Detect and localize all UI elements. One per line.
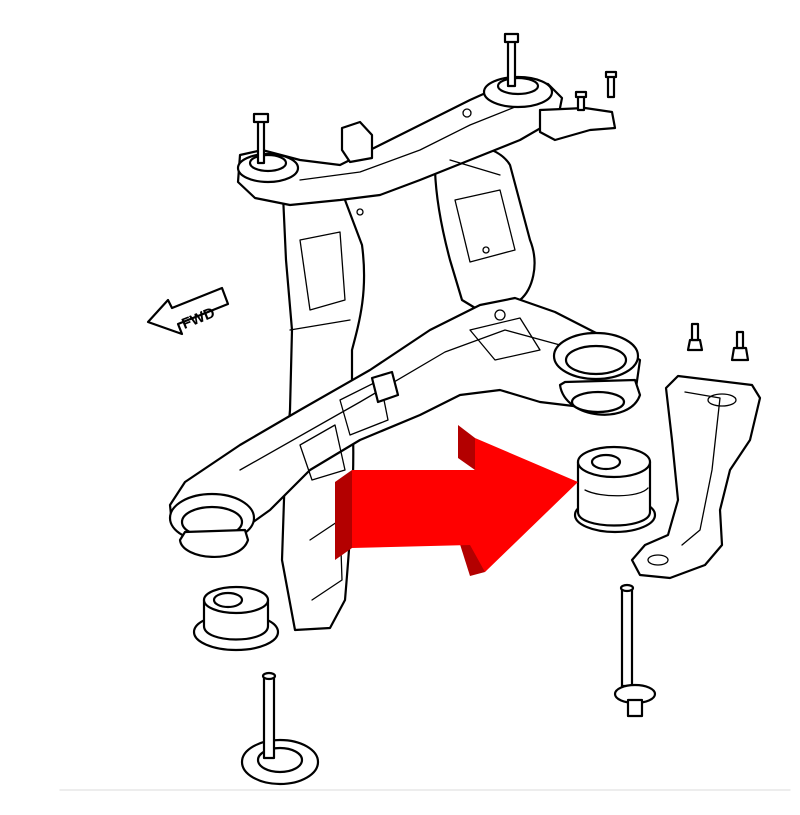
mounting-bracket	[630, 374, 762, 580]
front-right-housing	[552, 331, 642, 416]
highlight-arrow	[335, 425, 578, 576]
rear-crossmember	[168, 32, 642, 632]
highlight-arrow-face	[352, 438, 578, 572]
rear-beam-bracket	[538, 106, 617, 142]
long-bolt-right	[613, 583, 657, 718]
front-beam-bracket	[370, 370, 400, 404]
bushing-rear-left	[192, 585, 280, 652]
long-bolt-left	[240, 671, 320, 786]
front-left-housing	[168, 492, 256, 559]
bracket-bolts	[686, 322, 750, 362]
fwd-direction-arrow: FWD	[146, 286, 230, 336]
highlight-arrow-shade	[335, 470, 352, 560]
bushing-rear-right-highlighted	[573, 445, 657, 534]
top-bushing-right	[482, 32, 554, 109]
top-bushing-left	[236, 112, 300, 184]
rear-beam-bracket	[340, 120, 374, 164]
rear-bracket-studs	[574, 70, 618, 112]
